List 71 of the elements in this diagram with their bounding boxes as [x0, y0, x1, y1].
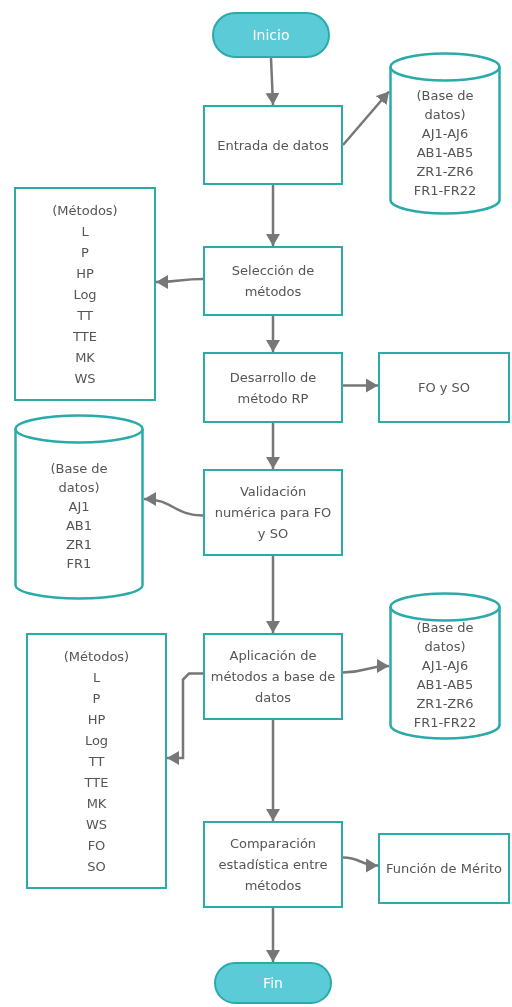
- list-heading: (Base de datos): [49, 460, 109, 497]
- list-heading: (Métodos): [62, 647, 131, 666]
- node-label: Selección de métodos: [230, 262, 316, 301]
- list-item: ZR1-ZR6: [415, 162, 475, 181]
- node-label: Desarrollo de método RP: [228, 368, 318, 408]
- node-label: Aplicación de métodos a base de datos: [209, 647, 337, 707]
- list-item: AB1-AB5: [415, 143, 475, 162]
- list-item: Log: [83, 731, 110, 750]
- node-label: Función de Mérito: [385, 860, 503, 878]
- list-item: HP: [75, 264, 95, 283]
- list-heading: (Base de datos): [415, 619, 475, 656]
- arrow: [342, 856, 379, 873]
- list-item: AB1-AB5: [415, 676, 475, 694]
- list-item: AJ1-AJ6: [420, 657, 470, 675]
- list-item: TTE: [83, 773, 110, 792]
- list-heading: (Métodos): [51, 201, 119, 220]
- arrow: [342, 90, 390, 146]
- list-item: AB1: [64, 517, 94, 535]
- arrow: [266, 908, 280, 962]
- node-label: Comparación estadística entre métodos: [217, 835, 329, 895]
- list-item: P: [91, 689, 102, 708]
- process-box: [203, 105, 343, 185]
- process-box: [26, 633, 167, 889]
- process-box: [203, 352, 343, 423]
- arrow: [167, 672, 203, 765]
- list-item: Log: [72, 285, 98, 304]
- list-item: FO: [86, 836, 107, 855]
- list-item: ZR1: [64, 536, 94, 554]
- terminal-pill: [214, 962, 332, 1004]
- list-item: FR1: [65, 555, 93, 573]
- process-box: [203, 246, 343, 316]
- arrow: [266, 185, 280, 246]
- process-box: [378, 833, 510, 904]
- node-label: Validación numérica para FO y SO: [213, 483, 333, 543]
- list-item: WS: [73, 369, 97, 388]
- list-item: SO: [86, 857, 107, 876]
- list-item: L: [91, 668, 102, 687]
- arrow: [266, 556, 280, 633]
- process-box: [14, 187, 156, 401]
- list-item: L: [80, 222, 90, 241]
- arrow: [143, 492, 204, 517]
- arrow: [342, 659, 390, 674]
- list-item: TT: [76, 306, 94, 325]
- list-item: MK: [85, 794, 108, 813]
- list-item: AJ1: [67, 498, 91, 516]
- list-item: AJ1-AJ6: [420, 124, 470, 143]
- list-item: MK: [74, 348, 96, 367]
- arrow: [266, 423, 280, 469]
- list-item: HP: [86, 710, 107, 729]
- list-item: ZR1-ZR6: [415, 695, 475, 713]
- node-label: Fin: [262, 973, 284, 993]
- list-item: FR1-FR22: [412, 714, 478, 732]
- list-item: FR1-FR22: [412, 181, 478, 200]
- arrow: [265, 57, 280, 106]
- list-item: P: [80, 243, 90, 262]
- node-label: Entrada de datos: [216, 136, 330, 155]
- list-item: TT: [87, 752, 106, 771]
- process-box: [203, 821, 343, 908]
- list-item: TTE: [72, 327, 98, 346]
- arrow: [266, 316, 280, 352]
- arrow: [266, 720, 280, 821]
- process-box: [203, 469, 343, 556]
- process-box: [203, 633, 343, 720]
- list-heading: (Base de datos): [415, 86, 475, 124]
- arrow: [343, 378, 378, 393]
- process-box: [378, 352, 510, 423]
- node-label: Inicio: [251, 25, 291, 45]
- arrow: [156, 274, 203, 289]
- list-item: WS: [84, 815, 109, 834]
- terminal-pill: [212, 12, 330, 58]
- node-label: FO y SO: [416, 379, 472, 397]
